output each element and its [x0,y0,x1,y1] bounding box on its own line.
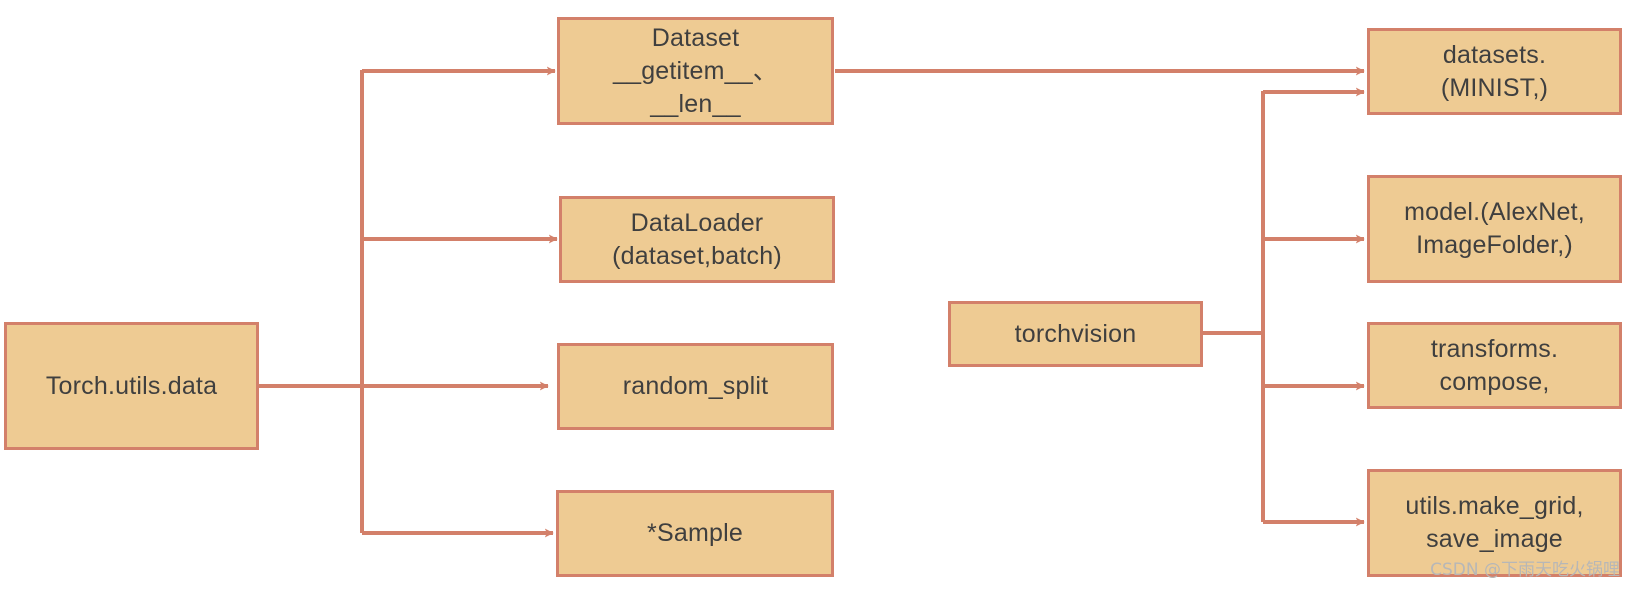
node-label-line: save_image [1426,525,1563,553]
node-label-line: *Sample [647,519,743,547]
node-label-line: random_split [622,372,769,400]
node-random-split: random_split [557,343,834,430]
node-label-line: DataLoader [630,208,764,237]
node-torchvision: torchvision [948,301,1203,367]
node-label-line: __len__ [650,89,741,118]
node-label-line: transforms. [1430,334,1559,363]
watermark: CSDN @下雨天吃火锅哩 [1430,560,1620,580]
node-label-line: datasets. [1442,40,1547,69]
node-transforms: transforms. compose, [1367,322,1622,409]
node-label-line: torchvision [1014,319,1137,348]
node-utils: utils.make_grid, save_image [1367,469,1622,577]
node-dataloader: DataLoader (dataset,batch) [559,196,835,283]
node-dataset: Dataset __getitem__、 __len__ [557,17,834,125]
node-label-line: (MINIST,) [1440,73,1549,102]
node-label-line: Dataset [651,23,740,52]
node-label-line: Torch.utils.data [45,371,218,400]
node-label-line: ImageFolder,) [1416,231,1573,259]
node-label-line: utils.make_grid, [1405,492,1584,520]
node-label-line: (dataset,batch) [612,241,782,270]
node-torch-utils-data: Torch.utils.data [4,322,259,450]
node-label-line: compose, [1439,367,1550,396]
node-label-line: model.(AlexNet, [1404,198,1585,226]
node-sample: *Sample [556,490,834,577]
node-label-line: __getitem__、 [613,56,778,85]
node-model: model.(AlexNet, ImageFolder,) [1367,175,1622,283]
node-datasets: datasets. (MINIST,) [1367,28,1622,115]
